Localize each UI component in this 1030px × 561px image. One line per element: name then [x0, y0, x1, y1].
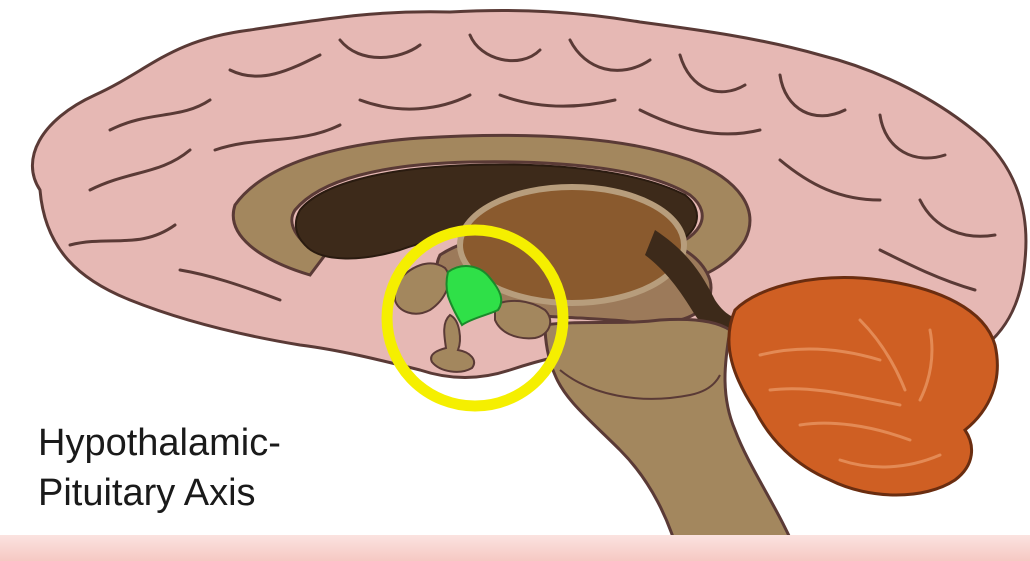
caption-line-1: Hypothalamic- — [38, 418, 281, 468]
cerebellum — [729, 278, 997, 495]
footer-band — [0, 535, 1030, 561]
caption-line-2: Pituitary Axis — [38, 468, 281, 518]
caption: Hypothalamic- Pituitary Axis — [38, 418, 281, 518]
